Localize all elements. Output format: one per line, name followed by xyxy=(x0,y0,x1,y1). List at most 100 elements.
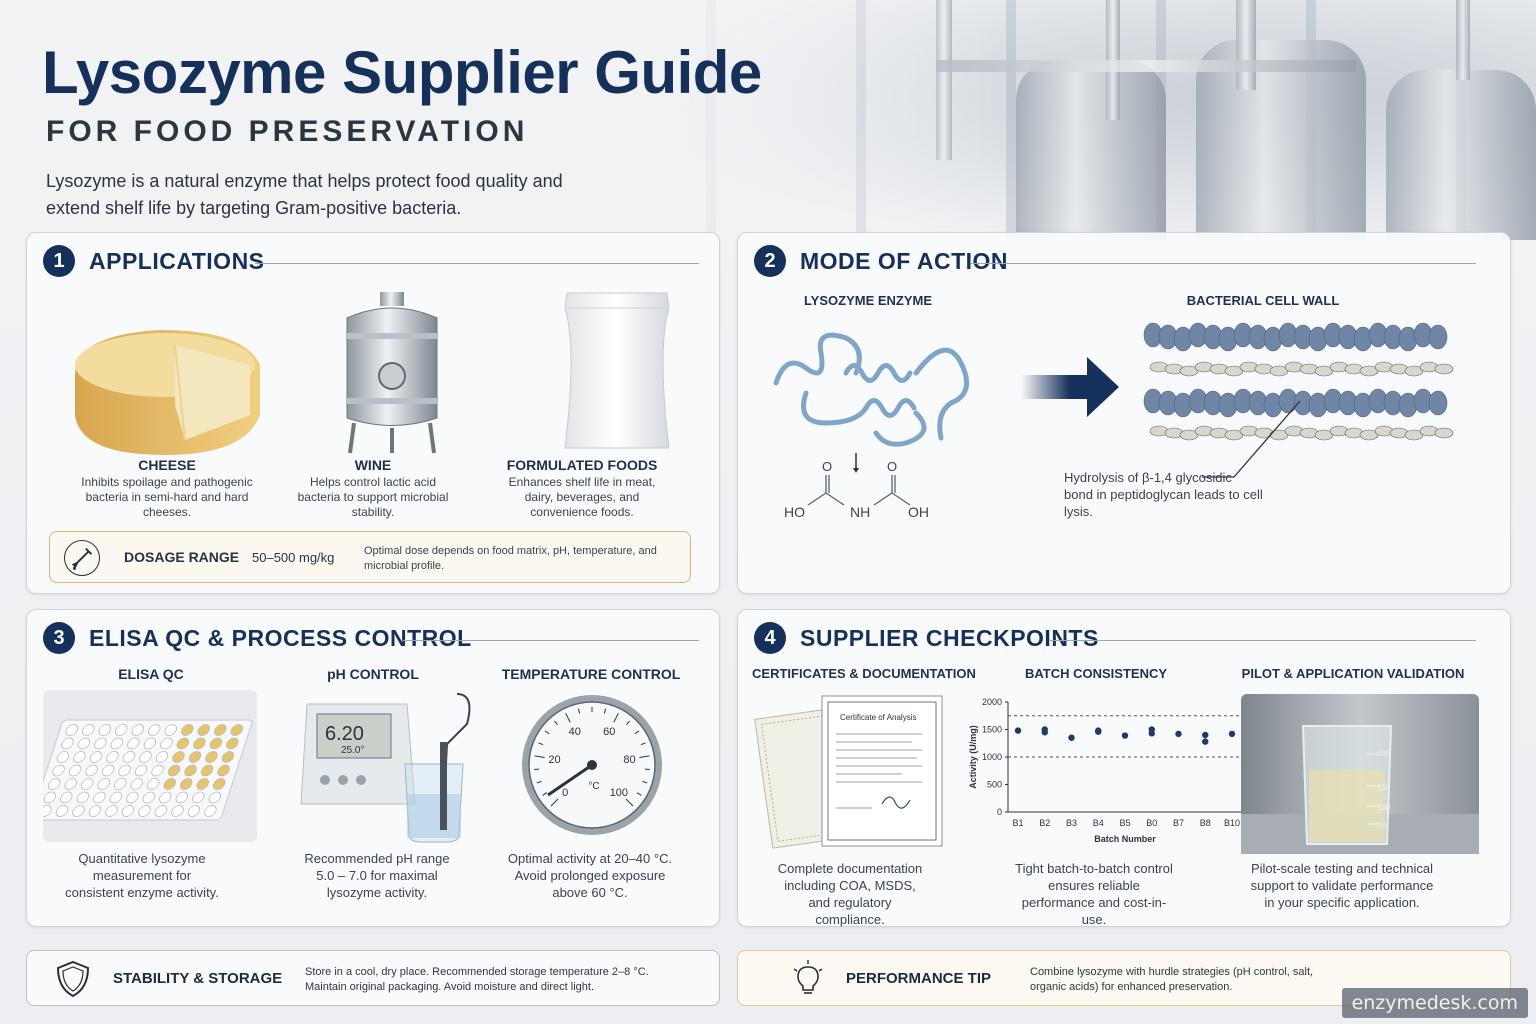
tip-label: PERFORMANCE TIP xyxy=(846,970,992,987)
y-tick-label: 500 xyxy=(987,780,1002,790)
elisa-panel: 3 ELISA QC & PROCESS CONTROL ELISA QC pH… xyxy=(26,609,720,927)
data-point xyxy=(1175,730,1182,738)
elisa-item-title: pH CONTROL xyxy=(327,666,419,682)
x-tick-label: B2 xyxy=(1039,818,1050,828)
application-title: WINE xyxy=(354,457,392,473)
supplier-header: 4 SUPPLIER CHECKPOINTS xyxy=(754,622,1099,654)
x-tick-label: B4 xyxy=(1093,818,1104,828)
applications-header: 1 APPLICATIONS xyxy=(43,245,265,277)
temperature-reading: 25.0° xyxy=(341,745,364,756)
beaker-mark: 50 xyxy=(1377,821,1386,830)
stability-text: Store in a cool, dry place. Recommended … xyxy=(305,966,649,993)
application-desc: Helps control lactic acid bacteria to su… xyxy=(297,475,449,519)
application-title: FORMULATED FOODS xyxy=(506,457,658,473)
lysozyme-protein-illustration xyxy=(773,332,970,447)
y-axis-label: Activity (U/mg) xyxy=(968,725,978,789)
section-title: SUPPLIER CHECKPOINTS xyxy=(800,624,1099,651)
elisa-header: 3 ELISA QC & PROCESS CONTROL xyxy=(43,622,472,654)
elisa-item-title: ELISA QC xyxy=(118,666,184,682)
data-point xyxy=(1121,732,1129,739)
data-point xyxy=(1014,727,1022,734)
watermark: enzymedesk.com xyxy=(1341,988,1528,1018)
beaker-photo: 200 150 100 50 xyxy=(1241,694,1479,854)
intro-text: Lysozyme is a natural enzyme that helps … xyxy=(46,171,563,218)
callout-line xyxy=(1202,400,1301,478)
dropper-icon xyxy=(64,540,100,576)
ph-reading: 6.20 xyxy=(325,723,364,745)
hero-background xyxy=(636,0,1536,250)
section-number: 4 xyxy=(754,622,786,654)
amine-label: NH xyxy=(850,504,870,520)
stability-label: STABILITY & STORAGE xyxy=(113,970,283,987)
section-number: 2 xyxy=(754,245,786,277)
dosage-note: Optimal dose depends on food matrix, pH,… xyxy=(364,545,657,572)
data-point xyxy=(1202,738,1209,745)
cell-wall-label: BACTERIAL CELL WALL xyxy=(1186,293,1340,308)
dosage-range-box: DOSAGE RANGE 50–500 mg/kg Optimal dose d… xyxy=(49,531,691,583)
elisa-plate-illustration xyxy=(43,690,257,842)
elisa-item-desc: Recommended pH range 5.0 – 7.0 for maxim… xyxy=(304,851,450,900)
section-title: MODE OF ACTION xyxy=(800,247,1009,274)
gauge-tick-label: 60 xyxy=(603,726,615,738)
cell-wall-illustration xyxy=(1143,322,1454,441)
gauge-unit: °C xyxy=(588,781,599,792)
elisa-item-desc: Quantitative lysozyme measurement for co… xyxy=(65,851,219,900)
supplier-item-title: CERTIFICATES & DOCUMENTATION xyxy=(752,666,976,681)
beaker-mark: 150 xyxy=(1377,783,1391,792)
page-title: Lysozyme Supplier Guide xyxy=(42,39,762,106)
mode-of-action-header: 2 MODE OF ACTION xyxy=(754,245,1008,277)
section-number: 3 xyxy=(43,622,75,654)
ph-meter-illustration: 6.20 25.0° xyxy=(300,693,471,843)
x-tick-label: B0 xyxy=(1146,818,1157,828)
gauge-tick-label: 20 xyxy=(548,754,560,766)
pouch-illustration xyxy=(564,292,670,449)
x-tick-label: B7 xyxy=(1173,818,1184,828)
y-tick-label: 1000 xyxy=(982,752,1002,762)
supplier-item-desc: Tight batch-to-batch control ensures rel… xyxy=(1015,861,1173,927)
beaker-mark: 200 xyxy=(1377,749,1391,758)
arrow-icon xyxy=(1021,357,1119,417)
applications-panel: 1 APPLICATIONS CHEESE Inhibits spoilage … xyxy=(26,232,720,594)
gauge-tick-label: 0 xyxy=(562,787,568,799)
supplier-item-title: PILOT & APPLICATION VALIDATION xyxy=(1241,666,1465,681)
tip-text: Combine lysozyme with hurdle strategies … xyxy=(1030,966,1314,993)
x-axis-label: Batch Number xyxy=(1094,834,1156,844)
supplier-item-desc: Pilot-scale testing and technical suppor… xyxy=(1250,861,1434,910)
x-tick-label: B10 xyxy=(1224,818,1240,828)
x-tick-label: B8 xyxy=(1200,818,1211,828)
application-title: CHEESE xyxy=(138,457,196,473)
supplier-item-title: BATCH CONSISTENCY xyxy=(1024,666,1168,681)
application-desc: Inhibits spoilage and pathogenic bacteri… xyxy=(81,475,253,519)
hydroxyl-label: OH xyxy=(908,504,929,520)
application-desc: Enhances shelf life in meat, dairy, beve… xyxy=(508,475,656,519)
gauge-tick-label: 100 xyxy=(610,787,628,799)
supplier-item-desc: Complete documentation including COA, MS… xyxy=(777,861,923,927)
data-point xyxy=(1228,730,1236,738)
cheese-illustration xyxy=(75,330,260,455)
gauge-needle xyxy=(547,763,593,797)
data-point xyxy=(1068,734,1075,741)
beaker-mark: 100 xyxy=(1377,803,1391,812)
certificate-illustration: Certificate of Analysis xyxy=(754,695,943,849)
elisa-item-desc: Optimal activity at 20–40 °C. Avoid prol… xyxy=(507,851,673,900)
mode-caption: Hydrolysis of β-1,4 glycosidic bond in p… xyxy=(1064,470,1263,519)
section-title: APPLICATIONS xyxy=(89,247,265,274)
data-point xyxy=(1148,726,1155,733)
dosage-value: 50–500 mg/kg xyxy=(252,550,335,565)
x-tick-label: B3 xyxy=(1066,818,1077,828)
wine-tank-illustration xyxy=(346,292,438,454)
data-point xyxy=(1095,727,1102,734)
y-tick-label: 1500 xyxy=(982,725,1002,735)
lightbulb-icon xyxy=(793,960,823,994)
oxygen-label: O xyxy=(887,459,897,474)
y-tick-label: 2000 xyxy=(982,697,1002,707)
data-point xyxy=(1041,729,1048,736)
page-subtitle: FOR FOOD PRESERVATION xyxy=(46,115,529,148)
section-title: ELISA QC & PROCESS CONTROL xyxy=(89,624,472,651)
oxygen-label: O xyxy=(822,459,832,474)
gauge-tick-label: 80 xyxy=(623,754,635,766)
shield-icon xyxy=(56,960,90,998)
stability-storage-bar: STABILITY & STORAGE Store in a cool, dry… xyxy=(26,950,720,1006)
